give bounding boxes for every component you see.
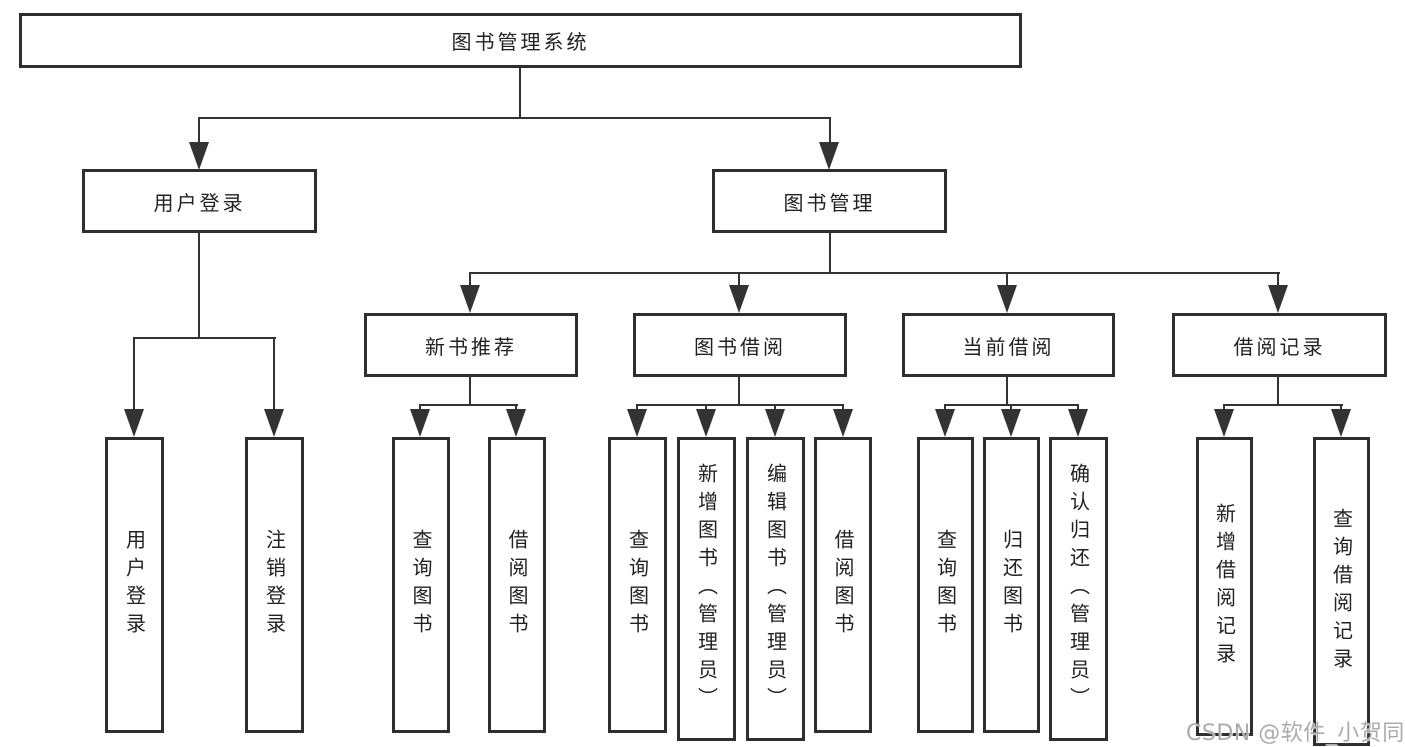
connector-group4-drop <box>1277 272 1279 287</box>
connector-group2-drop <box>738 272 740 287</box>
leaf-borrow-add-books-admin: 新增图书（管理员） <box>677 437 736 741</box>
node-new-book-recommend: 新书推荐 <box>364 313 578 377</box>
connector-g3-leaf1-drop <box>944 404 946 412</box>
leaf-records-query-record: 查询借阅记录 <box>1313 437 1370 746</box>
leaf-borrow-add-books-admin-label: 新增图书（管理员） <box>694 463 719 715</box>
arrowhead-icon <box>1268 285 1288 313</box>
arrowhead-icon <box>765 409 785 437</box>
leaf-borrow-query-books-label: 查询图书 <box>625 529 650 641</box>
leaf-current-query-books: 查询图书 <box>917 437 974 733</box>
connector-mgmt-drop <box>829 117 831 145</box>
connector-login-leaf2-drop <box>273 337 275 412</box>
connector-group1-drop <box>469 272 471 287</box>
leaf-records-add-record-label: 新增借阅记录 <box>1212 502 1237 671</box>
arrowhead-icon <box>997 285 1017 313</box>
arrowhead-icon <box>1214 409 1234 437</box>
leaf-current-query-books-label: 查询图书 <box>933 529 958 641</box>
connector-group1-hbar <box>419 404 518 406</box>
connector-login-hbar <box>133 337 276 339</box>
leaf-logout-label: 注销登录 <box>262 529 287 641</box>
arrowhead-icon <box>833 409 853 437</box>
connector-root-stem <box>519 68 521 118</box>
arrowhead-icon <box>696 409 716 437</box>
leaf-borrow-edit-books-admin: 编辑图书（管理员） <box>746 437 805 741</box>
connector-g4-leaf1-drop <box>1223 404 1225 412</box>
leaf-current-return-books-label: 归还图书 <box>999 529 1024 641</box>
connector-g2-leaf3-drop <box>774 404 776 412</box>
connector-g3-leaf2-drop <box>1010 404 1012 412</box>
node-book-management: 图书管理 <box>712 169 947 233</box>
connector-mgmt-stem <box>829 233 831 274</box>
arrowhead-icon <box>1001 409 1021 437</box>
leaf-newbook-query-books-label: 查询图书 <box>409 529 433 641</box>
node-root-label: 图书管理系统 <box>451 30 590 54</box>
connector-login-stem <box>198 233 200 339</box>
leaf-user-login-label: 用户登录 <box>122 529 147 641</box>
node-book-borrow-label: 图书借阅 <box>694 334 786 359</box>
arrowhead-icon <box>627 409 647 437</box>
leaf-records-add-record: 新增借阅记录 <box>1196 437 1253 736</box>
connector-group4-stem <box>1277 376 1279 406</box>
leaf-newbook-query-books: 查询图书 <box>392 437 450 733</box>
leaf-newbook-borrow-books: 借阅图书 <box>488 437 546 733</box>
node-current-borrow-label: 当前借阅 <box>962 334 1055 359</box>
leaf-borrow-edit-books-admin-label: 编辑图书（管理员） <box>763 463 788 715</box>
leaf-user-login: 用户登录 <box>105 437 164 733</box>
connector-login-leaf1-drop <box>133 337 135 412</box>
arrowhead-icon <box>264 409 284 437</box>
leaf-current-return-books: 归还图书 <box>983 437 1040 733</box>
node-borrow-records: 借阅记录 <box>1172 313 1387 377</box>
connector-group3-stem <box>1006 376 1008 406</box>
leaf-borrow-query-books: 查询图书 <box>608 437 667 733</box>
watermark: CSDN @软件_小贺同学 <box>1186 721 1405 746</box>
connector-group4-hbar <box>1223 404 1343 406</box>
leaf-current-confirm-return-admin: 确认归还（管理员） <box>1049 437 1108 741</box>
leaf-borrow-borrow-books-label: 借阅图书 <box>831 529 855 641</box>
connector-group2-stem <box>738 376 740 406</box>
arrowhead-icon <box>506 409 526 437</box>
arrowhead-icon <box>460 285 480 313</box>
leaf-newbook-borrow-books-label: 借阅图书 <box>505 529 529 641</box>
connector-mgmt-hbar <box>469 272 1280 274</box>
node-user-login: 用户登录 <box>82 169 317 233</box>
leaf-records-query-record-label: 查询借阅记录 <box>1329 507 1354 676</box>
node-user-login-label: 用户登录 <box>153 190 246 215</box>
connector-g1-leaf2-drop <box>515 404 517 412</box>
connector-g2-leaf4-drop <box>842 404 844 412</box>
connector-group1-stem <box>469 376 471 406</box>
node-current-borrow: 当前借阅 <box>902 313 1115 377</box>
connector-g2-leaf2-drop <box>705 404 707 412</box>
connector-g2-leaf1-drop <box>636 404 638 412</box>
arrowhead-icon <box>1068 409 1088 437</box>
connector-level1-hbar <box>198 117 831 119</box>
connector-login-drop <box>198 117 200 145</box>
leaf-current-confirm-return-admin-label: 确认归还（管理员） <box>1066 463 1091 715</box>
arrowhead-icon <box>935 409 955 437</box>
arrowhead-icon <box>410 409 430 437</box>
arrowhead-icon <box>1331 409 1351 437</box>
node-borrow-records-label: 借阅记录 <box>1233 334 1326 359</box>
connector-g1-leaf1-drop <box>419 404 421 412</box>
connector-group3-drop <box>1006 272 1008 287</box>
node-book-borrow: 图书借阅 <box>633 313 847 377</box>
connector-g4-leaf2-drop <box>1340 404 1342 412</box>
node-root: 图书管理系统 <box>19 13 1022 68</box>
node-new-book-recommend-label: 新书推荐 <box>425 334 517 359</box>
leaf-logout: 注销登录 <box>245 437 304 733</box>
connector-g3-leaf3-drop <box>1077 404 1079 412</box>
node-book-management-label: 图书管理 <box>783 190 876 215</box>
arrowhead-icon <box>729 285 749 313</box>
connector-group2-hbar <box>636 404 844 406</box>
arrowhead-icon <box>189 142 209 170</box>
leaf-borrow-borrow-books: 借阅图书 <box>814 437 872 733</box>
arrowhead-icon <box>819 142 839 170</box>
arrowhead-icon <box>124 409 144 437</box>
